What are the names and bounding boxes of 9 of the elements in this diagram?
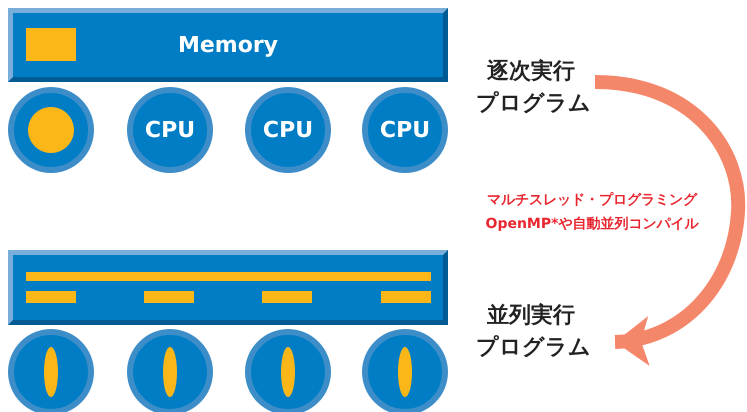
memory-bar: Memory xyxy=(8,8,448,82)
edge-label: マルチスレッド・プログラミングOpenMP*や自動並列コンパイル xyxy=(484,191,700,234)
curved-arrow xyxy=(594,75,745,364)
memory-bar xyxy=(8,250,448,325)
program-label: 逐次実行プログラム xyxy=(476,56,593,120)
program-label: 並列実行プログラム xyxy=(476,300,593,364)
processor-circle: CPU xyxy=(127,87,213,173)
processor-circle: CPU xyxy=(245,87,331,173)
processor-circle: CPU xyxy=(362,87,448,173)
